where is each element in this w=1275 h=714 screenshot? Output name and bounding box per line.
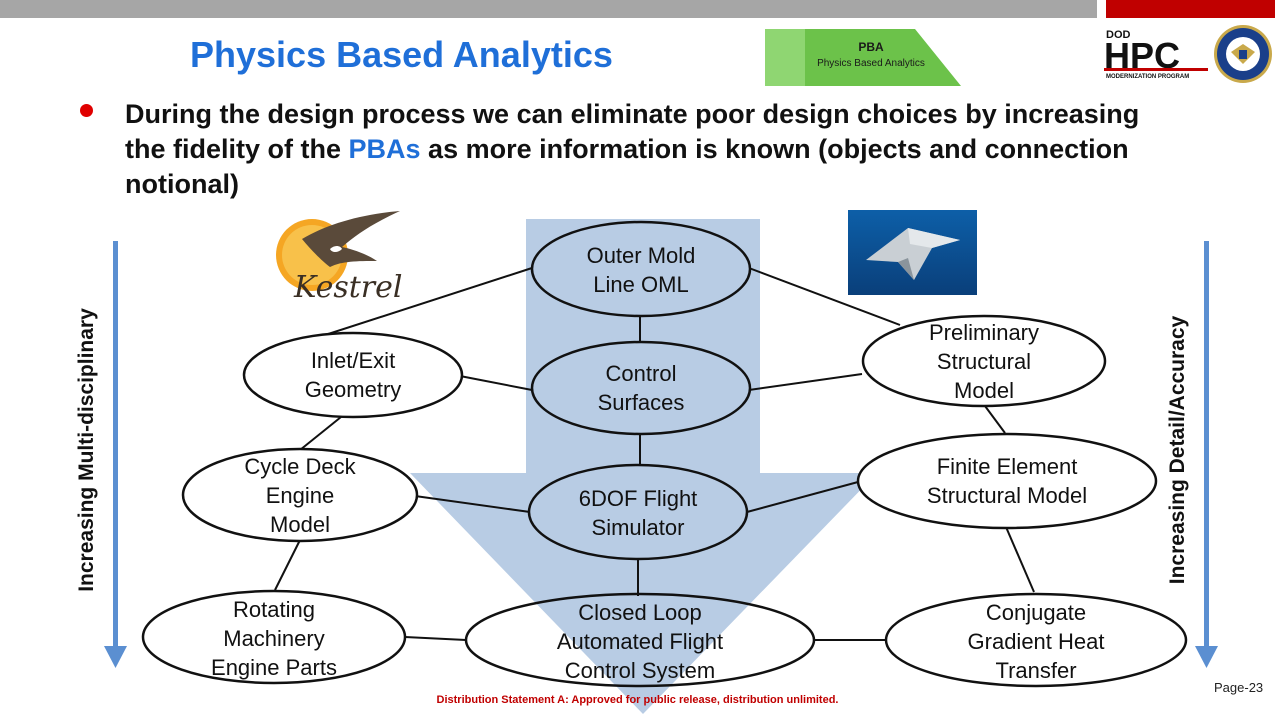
right-axis-arrow xyxy=(1195,241,1218,668)
node-label-outer-mold-line: Outer Mold Line OML xyxy=(586,243,696,297)
connector-fe-conjugate xyxy=(1005,526,1035,593)
node-cycle-deck xyxy=(181,447,419,543)
hpc-logo-sub: MODERNIZATION PROGRAM xyxy=(1106,74,1189,80)
node-conjugate-gradient xyxy=(884,592,1188,688)
node-closed-loop xyxy=(464,592,816,688)
node-label-cycle-deck: Cycle Deck Engine Model xyxy=(244,454,356,537)
bullet-text-highlight: PBAs xyxy=(348,134,421,164)
hpc-logo: DOD HPC MODERNIZATION PROGRAM xyxy=(1104,29,1208,80)
node-label-closed-loop: Closed Loop Automated Flight Control Sys… xyxy=(556,600,724,683)
hpc-logo-top: DOD xyxy=(1106,29,1131,41)
node-label-6dof: 6DOF Flight Simulator xyxy=(578,486,698,540)
node-finite-element xyxy=(856,432,1158,530)
node-rotating-machinery xyxy=(141,589,407,685)
node-label-rotating-machinery: Rotating Machinery Engine Parts xyxy=(211,597,337,680)
pba-badge-full: Physics Based Analytics xyxy=(817,58,925,69)
bullet-text: During the design process we can elimina… xyxy=(125,97,1185,202)
node-preliminary-structural xyxy=(861,314,1107,408)
node-control-surfaces xyxy=(530,340,752,436)
node-inlet-exit xyxy=(242,331,464,419)
top-gray-bar xyxy=(0,0,1097,18)
distribution-statement: Distribution Statement A: Approved for p… xyxy=(436,694,839,706)
top-red-bar xyxy=(1106,0,1275,18)
connector-inlet-cycle xyxy=(299,416,342,451)
pba-badge-abbr: PBA xyxy=(858,40,884,54)
kestrel-logo: Kestrel xyxy=(276,211,402,305)
axis-label-left: Increasing Multi-disciplinary xyxy=(75,308,98,592)
kestrel-logo-text: Kestrel xyxy=(293,270,402,305)
connector-rotating-closedloop xyxy=(404,636,467,641)
connector-inlet-control xyxy=(459,375,533,391)
connector-control-prelim xyxy=(748,373,863,391)
connector-6dof-fe xyxy=(746,481,859,513)
page-number: Page-23 xyxy=(1214,680,1264,695)
connector-prelim-fe xyxy=(984,405,1006,434)
page-title: Physics Based Analytics xyxy=(190,34,613,75)
axis-label-right: Increasing Detail/Accuracy xyxy=(1166,315,1189,585)
node-label-conjugate-gradient: Conjugate Gradient Heat Transfer xyxy=(967,600,1105,683)
bullet-dot xyxy=(80,104,93,117)
node-label-control-surfaces: Control Surfaces xyxy=(597,361,685,415)
pba-badge-shape xyxy=(765,29,961,86)
node-label-inlet-exit: Inlet/Exit Geometry xyxy=(304,348,402,402)
node-outer-mold-line xyxy=(530,220,752,318)
bullet-text-post: as more information is known (objects an… xyxy=(125,134,1129,199)
connector-cycle-6dof xyxy=(414,495,531,513)
connector-oml-prelim xyxy=(748,267,901,326)
connector-cycle-rotating xyxy=(274,539,301,591)
aircraft-image xyxy=(848,210,977,295)
dod-seal-icon xyxy=(1214,25,1272,83)
bullet-text-pre: During the design process we can elimina… xyxy=(125,99,1140,164)
left-axis-arrow xyxy=(104,241,127,668)
node-label-finite-element: Finite Element Structural Model xyxy=(926,454,1088,508)
node-6dof-simulator xyxy=(527,463,749,561)
node-label-preliminary-structural: Preliminary Structural Model xyxy=(928,320,1040,403)
